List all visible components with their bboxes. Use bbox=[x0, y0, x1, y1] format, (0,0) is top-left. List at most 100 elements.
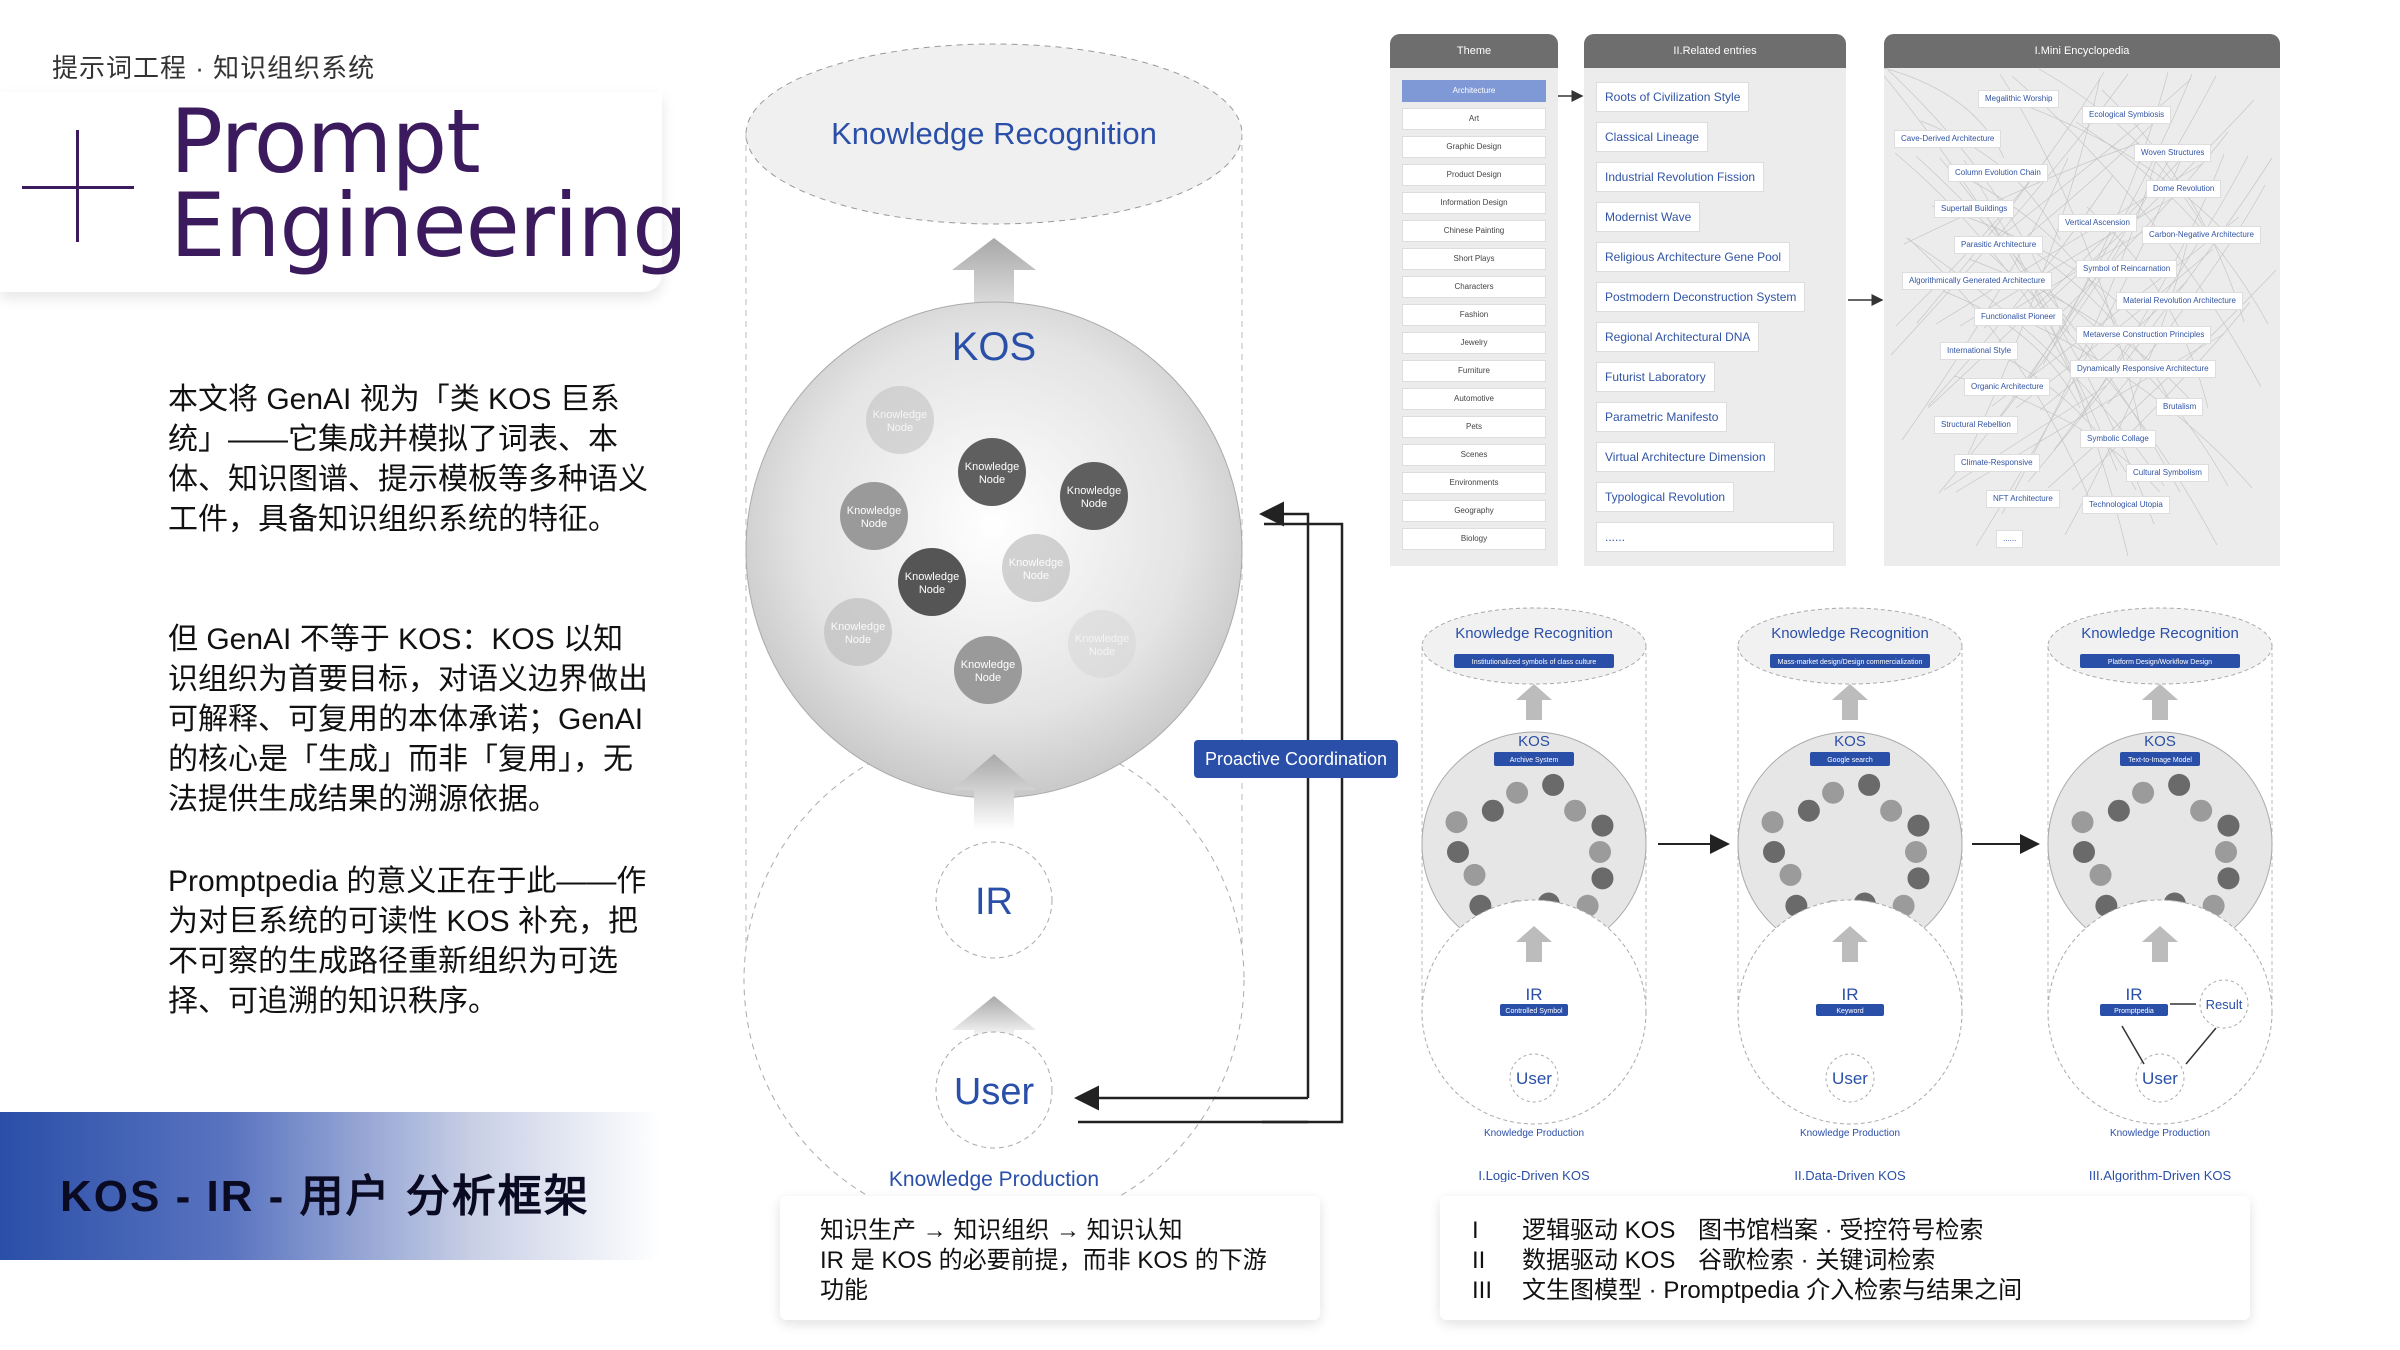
mini-caption: I.Logic-Driven KOS bbox=[1478, 1168, 1590, 1182]
mini-kos-label: KOS bbox=[2144, 733, 2176, 750]
mini-top-label: Knowledge Recognition bbox=[1771, 625, 1929, 642]
mini-caption: II.Data-Driven KOS bbox=[1794, 1168, 1906, 1182]
theme-item[interactable]: Biology bbox=[1402, 528, 1546, 550]
encyclopedia-entry[interactable]: Cultural Symbolism bbox=[2126, 464, 2209, 482]
encyclopedia-entry[interactable]: Dynamically Responsive Architecture bbox=[2070, 360, 2216, 378]
encyclopedia-entry[interactable]: Symbolic Collage bbox=[2080, 430, 2156, 448]
encyclopedia-entry[interactable]: Cave-Derived Architecture bbox=[1894, 130, 2002, 148]
theme-item[interactable]: Characters bbox=[1402, 276, 1546, 298]
mini-ir-tag: Keyword bbox=[1836, 1008, 1863, 1015]
mini-ir-tag: Promptpedia bbox=[2114, 1008, 2154, 1015]
encyclopedia-entry[interactable]: Algorithmically Generated Architecture bbox=[1902, 272, 2053, 290]
encyclopedia-entry[interactable]: Dome Revolution bbox=[2146, 180, 2222, 198]
related-entry[interactable]: Postmodern Deconstruction System bbox=[1596, 282, 1806, 312]
encyclopedia-entry[interactable]: Organic Architecture bbox=[1964, 378, 2051, 396]
related-entry[interactable]: Regional Architectural DNA bbox=[1596, 322, 1760, 352]
encyclopedia-entry[interactable]: Technological Utopia bbox=[2082, 496, 2170, 514]
mini-user-label: User bbox=[1832, 1069, 1868, 1088]
mini-ir-label: IR bbox=[1526, 985, 1543, 1004]
related-entry[interactable]: Industrial Revolution Fission bbox=[1596, 162, 1765, 192]
encyclopedia-entry[interactable]: Carbon-Negative Architecture bbox=[2142, 226, 2261, 244]
related-entry[interactable]: Classical Lineage bbox=[1596, 122, 1709, 152]
related-entry[interactable]: Religious Architecture Gene Pool bbox=[1596, 242, 1791, 272]
related-entries-panel: II.Related entries Roots of Civilization… bbox=[1584, 34, 1846, 566]
related-entry[interactable]: Parametric Manifesto bbox=[1596, 402, 1728, 432]
svg-text:Knowledge: Knowledge bbox=[873, 409, 927, 421]
svg-text:Knowledge: Knowledge bbox=[965, 461, 1019, 473]
theme-item[interactable]: Architecture bbox=[1402, 80, 1546, 102]
encyclopedia-entry[interactable]: Structural Rebellion bbox=[1934, 416, 2018, 434]
theme-item[interactable]: Automotive bbox=[1402, 388, 1546, 410]
svg-text:Knowledge: Knowledge bbox=[831, 621, 885, 633]
svg-text:Node: Node bbox=[887, 422, 913, 434]
knowledge-nodes: KnowledgeNodeKnowledgeNodeKnowledgeNodeK… bbox=[824, 386, 1136, 704]
theme-item[interactable]: Scenes bbox=[1402, 444, 1546, 466]
theme-item[interactable]: Furniture bbox=[1402, 360, 1546, 382]
theme-item[interactable]: Fashion bbox=[1402, 304, 1546, 326]
theme-item[interactable]: Chinese Painting bbox=[1402, 220, 1546, 242]
encyclopedia-entry[interactable]: Vertical Ascension bbox=[2058, 214, 2137, 232]
panel-arrows bbox=[1558, 90, 1884, 306]
ir-label: IR bbox=[975, 881, 1013, 923]
note-left: 知识生产 → 知识组织 → 知识认知 IR 是 KOS 的必要前提，而非 KOS… bbox=[780, 1196, 1320, 1320]
encyclopedia-entry[interactable]: ...... bbox=[1996, 530, 2024, 548]
encyclopedia-entry[interactable]: Woven Structures bbox=[2134, 144, 2212, 162]
up-arrow-icon bbox=[952, 754, 1036, 830]
svg-text:Knowledge: Knowledge bbox=[1075, 633, 1129, 645]
encyclopedia-entry[interactable]: International Style bbox=[1940, 342, 2019, 360]
svg-text:Knowledge: Knowledge bbox=[1067, 485, 1121, 497]
svg-text:Knowledge: Knowledge bbox=[905, 571, 959, 583]
note-right: I 逻辑驱动 KOS 图书馆档案 · 受控符号检索 II 数据驱动 KOS 谷歌… bbox=[1440, 1196, 2250, 1320]
encyclopedia-entry[interactable]: Symbol of Reincarnation bbox=[2076, 260, 2178, 278]
theme-item[interactable]: Short Plays bbox=[1402, 248, 1546, 270]
encyclopedia-entry[interactable]: Parasitic Architecture bbox=[1954, 236, 2044, 254]
encyclopedia-entry[interactable]: Column Evolution Chain bbox=[1948, 164, 2048, 182]
theme-item[interactable]: Information Design bbox=[1402, 192, 1546, 214]
theme-item[interactable]: Geography bbox=[1402, 500, 1546, 522]
encyclopedia-entry[interactable]: Material Revolution Architecture bbox=[2116, 292, 2243, 310]
mini-kos-tag: Text-to-Image Model bbox=[2128, 757, 2192, 764]
encyclopedia-entry[interactable]: Functionalist Pioneer bbox=[1974, 308, 2063, 326]
encyclopedia-entry[interactable]: Metaverse Construction Principles bbox=[2076, 326, 2212, 344]
related-entry[interactable]: Virtual Architecture Dimension bbox=[1596, 442, 1775, 472]
paragraph-2: 但 GenAI 不等于 KOS：KOS 以知识组织为首要目标，对语义边界做出可解… bbox=[168, 623, 648, 816]
encyclopedia-entry[interactable]: Ecological Symbiosis bbox=[2082, 106, 2172, 124]
mini-user-label: User bbox=[1516, 1069, 1552, 1088]
svg-text:Knowledge: Knowledge bbox=[961, 659, 1015, 671]
theme-item[interactable]: Product Design bbox=[1402, 164, 1546, 186]
related-panel-header: II.Related entries bbox=[1584, 34, 1846, 68]
framework-banner bbox=[0, 1112, 660, 1260]
related-entry[interactable]: Modernist Wave bbox=[1596, 202, 1701, 232]
encyclopedia-entry[interactable]: Supertall Buildings bbox=[1934, 200, 2015, 218]
svg-text:Node: Node bbox=[861, 518, 887, 530]
svg-text:Node: Node bbox=[979, 474, 1005, 486]
svg-text:Node: Node bbox=[1023, 570, 1049, 582]
main-top-label: Knowledge Recognition bbox=[831, 116, 1157, 151]
theme-item[interactable]: Pets bbox=[1402, 416, 1546, 438]
related-entry[interactable]: ...... bbox=[1596, 522, 1834, 552]
related-entry[interactable]: Futurist Laboratory bbox=[1596, 362, 1715, 392]
main-kos-diagram: Knowledge Recognition KOS KnowledgeNodeK… bbox=[743, 43, 1344, 1210]
theme-item[interactable]: Graphic Design bbox=[1402, 136, 1546, 158]
mini-result-label: Result bbox=[2206, 997, 2243, 1012]
encyclopedia-entry[interactable]: Brutalism bbox=[2156, 398, 2204, 416]
related-entry[interactable]: Roots of Civilization Style bbox=[1596, 82, 1750, 112]
encyclopedia-entry[interactable]: Megalithic Worship bbox=[1978, 90, 2060, 108]
related-entry[interactable]: Typological Revolution bbox=[1596, 482, 1735, 512]
mini-kos-label: KOS bbox=[1834, 733, 1866, 750]
mini-ir-label: IR bbox=[2126, 985, 2143, 1004]
encyclopedia-entry[interactable]: NFT Architecture bbox=[1986, 490, 2060, 508]
theme-item[interactable]: Art bbox=[1402, 108, 1546, 130]
encyclopedia-entry[interactable]: Climate-Responsive bbox=[1954, 454, 2040, 472]
framework-label: KOS - IR - 用户 分析框架 bbox=[60, 1172, 590, 1221]
page-title: Prompt Engineering bbox=[170, 98, 688, 270]
theme-item[interactable]: Environments bbox=[1402, 472, 1546, 494]
theme-item[interactable]: Jewelry bbox=[1402, 332, 1546, 354]
mini-kos-tag: Archive System bbox=[1510, 757, 1559, 764]
